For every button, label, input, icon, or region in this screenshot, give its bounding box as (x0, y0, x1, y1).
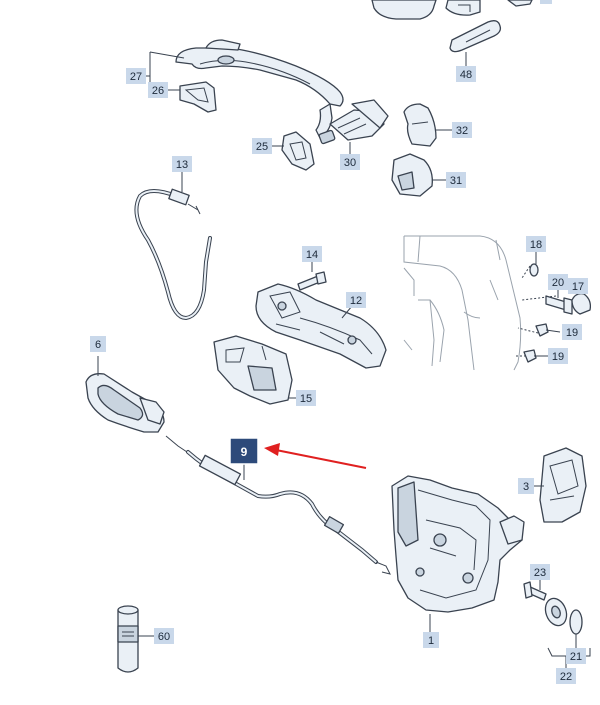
part-25 (272, 131, 315, 171)
label-partial-top-right (540, 0, 552, 4)
svg-text:31: 31 (450, 175, 462, 187)
part-6 (85, 356, 165, 433)
label-27[interactable]: 27 (126, 68, 146, 84)
svg-text:19: 19 (566, 327, 578, 339)
part-19-a (535, 323, 561, 337)
part-9-cable (165, 435, 391, 575)
part-3 (532, 447, 587, 523)
label-60[interactable]: 60 (154, 628, 174, 644)
svg-text:1: 1 (428, 635, 434, 647)
part-32 (403, 103, 452, 147)
part-60 (117, 605, 154, 673)
label-32[interactable]: 32 (452, 122, 472, 138)
svg-text:19: 19 (552, 351, 564, 363)
part-1-lock (391, 475, 525, 632)
label-20[interactable]: 20 (548, 274, 568, 290)
label-23[interactable]: 23 (530, 564, 550, 580)
label-13[interactable]: 13 (172, 156, 192, 172)
svg-text:25: 25 (256, 141, 268, 153)
label-48[interactable]: 48 (456, 66, 476, 82)
top-handle-partial (371, 0, 533, 20)
label-18[interactable]: 18 (526, 236, 546, 252)
label-25[interactable]: 25 (252, 138, 272, 154)
part-26 (168, 81, 217, 113)
label-12[interactable]: 12 (346, 292, 366, 308)
part-21 (544, 597, 583, 650)
part-30 (318, 99, 389, 156)
label-6[interactable]: 6 (90, 336, 106, 352)
part-14 (297, 262, 327, 291)
svg-text:32: 32 (456, 125, 468, 137)
svg-text:23: 23 (534, 567, 546, 579)
callout-arrow (264, 443, 367, 469)
part-48 (449, 20, 502, 66)
svg-text:17: 17 (572, 281, 584, 293)
part-18 (529, 252, 539, 277)
part-15 (213, 335, 296, 405)
svg-text:27: 27 (130, 71, 142, 83)
svg-text:20: 20 (552, 277, 564, 289)
svg-text:30: 30 (344, 157, 356, 169)
svg-text:48: 48 (460, 69, 472, 81)
svg-text:60: 60 (158, 631, 170, 643)
part-27-handle (146, 39, 344, 139)
part-31 (391, 153, 446, 197)
svg-text:21: 21 (570, 651, 582, 663)
svg-text:13: 13 (176, 159, 188, 171)
svg-text:26: 26 (152, 85, 164, 97)
svg-text:6: 6 (95, 339, 101, 351)
label-26[interactable]: 26 (148, 82, 168, 98)
svg-text:15: 15 (300, 393, 312, 405)
label-14[interactable]: 14 (302, 246, 322, 262)
label-15[interactable]: 15 (296, 390, 316, 406)
label-1[interactable]: 1 (423, 632, 439, 648)
label-17[interactable]: 17 (568, 278, 588, 294)
part-19-b (523, 349, 548, 363)
svg-text:22: 22 (560, 671, 572, 683)
svg-text:14: 14 (306, 249, 318, 261)
svg-text:9: 9 (241, 445, 248, 459)
part-20 (545, 290, 573, 315)
label-19-upper[interactable]: 19 (562, 324, 582, 340)
svg-text:3: 3 (523, 481, 529, 493)
label-31[interactable]: 31 (446, 172, 466, 188)
part-23 (523, 580, 547, 601)
svg-text:12: 12 (350, 295, 362, 307)
svg-text:18: 18 (530, 239, 542, 251)
label-19-lower[interactable]: 19 (548, 348, 568, 364)
part-12 (255, 283, 387, 369)
label-22[interactable]: 22 (556, 668, 576, 684)
label-3[interactable]: 3 (518, 478, 534, 494)
label-21[interactable]: 21 (566, 648, 586, 664)
label-9-highlighted[interactable]: 9 (229, 437, 259, 465)
label-30[interactable]: 30 (340, 154, 360, 170)
part-13-cable (134, 172, 212, 321)
